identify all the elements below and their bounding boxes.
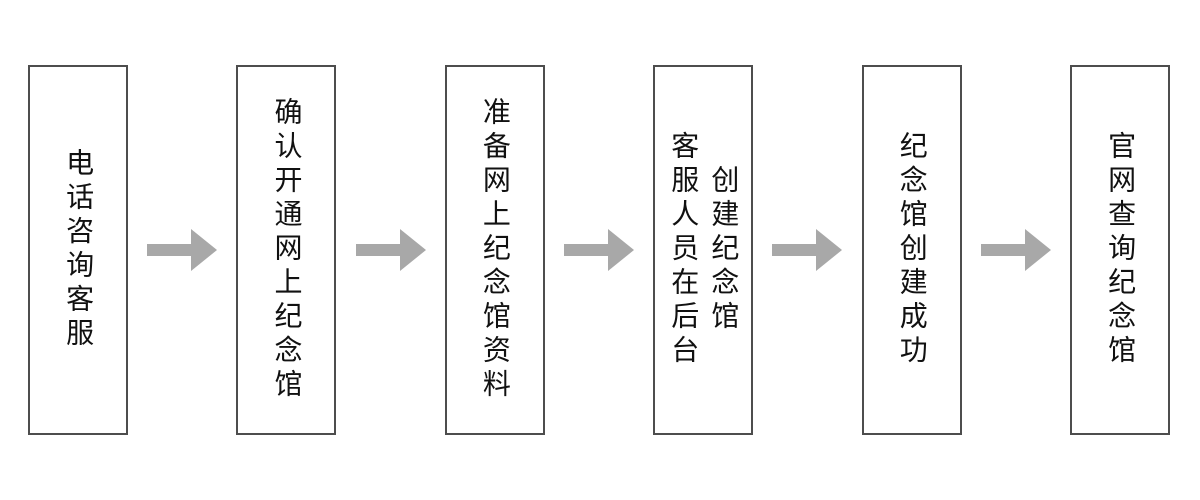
flow-step-4-label-column-2: 创建纪念馆 — [708, 165, 740, 335]
flow-step-6: 官网查询纪念馆 — [1070, 65, 1171, 435]
flow-step-4: 客服人员在后台 创建纪念馆 — [653, 65, 754, 435]
connector-1-2 — [128, 65, 236, 435]
flow-step-4-label-column-1: 客服人员在后台 — [668, 131, 700, 369]
flow-step-5: 纪念馆创建成功 — [861, 65, 962, 435]
flow-step-2: 确认开通网上纪念馆 — [236, 65, 337, 435]
flow-step-6-label: 官网查询纪念馆 — [1105, 131, 1137, 369]
connector-5-6 — [962, 65, 1070, 435]
arrow-right-icon — [564, 229, 635, 271]
arrow-right-icon — [772, 229, 843, 271]
flow-step-3: 准备网上纪念馆资料 — [444, 65, 545, 435]
flow-step-1: 电话咨询客服 — [28, 65, 128, 435]
connector-4-5 — [753, 65, 861, 435]
flow-step-5-label: 纪念馆创建成功 — [896, 131, 928, 369]
arrow-right-icon — [980, 229, 1051, 271]
connector-3-4 — [545, 65, 653, 435]
flow-step-3-label: 准备网上纪念馆资料 — [479, 97, 511, 403]
flow-step-2-label: 确认开通网上纪念馆 — [271, 97, 303, 403]
flow-step-1-label: 电话咨询客服 — [63, 148, 95, 352]
arrow-right-icon — [355, 229, 426, 271]
flowchart-row: 电话咨询客服 确认开通网上纪念馆 准备网上纪念馆资料 客服人员在后台 创建纪念馆 — [0, 65, 1200, 435]
connector-2-3 — [336, 65, 444, 435]
arrow-right-icon — [147, 229, 218, 271]
